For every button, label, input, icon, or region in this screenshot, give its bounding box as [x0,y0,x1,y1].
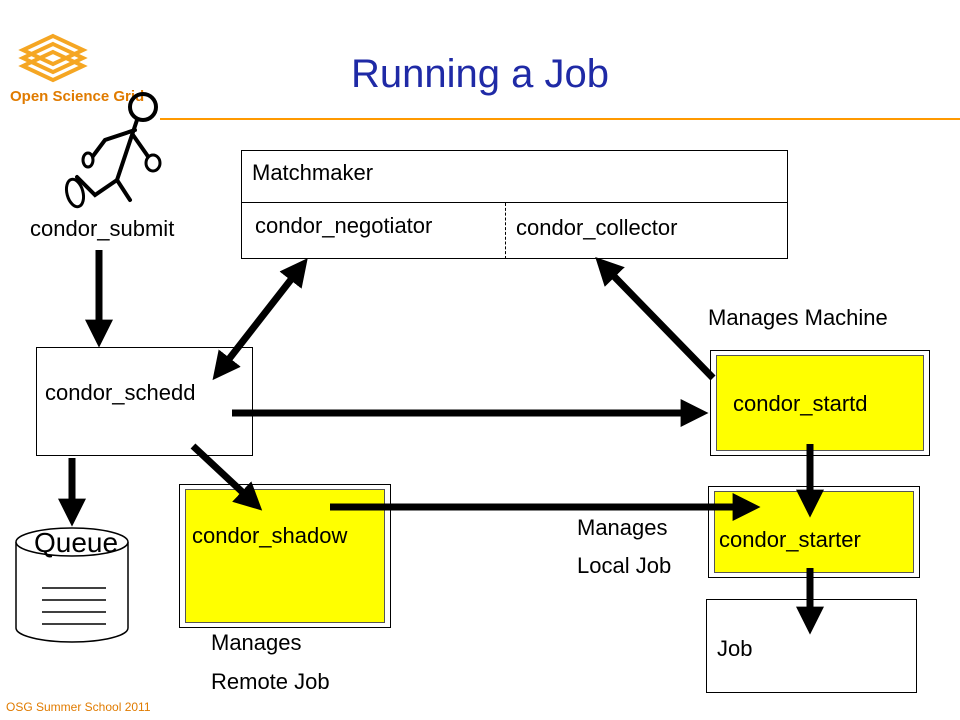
condor-shadow-box: condor_shadow [179,484,391,628]
matchmaker-divider [242,202,787,203]
manages-local-label-2: Local Job [577,553,672,578]
queue-label: Queue [34,527,119,558]
title-underline [160,118,960,120]
job-box: Job [706,599,917,693]
user-figure-icon [64,92,162,209]
condor-startd-box: condor_startd [710,350,930,456]
matchmaker-split [505,203,506,259]
condor-schedd-label: condor_schedd [45,380,196,405]
manages-local-label-1: Manages [577,515,668,540]
arrow-startd-to-collector [595,256,716,381]
condor-collector-label: condor_collector [516,215,678,240]
job-label: Job [717,636,753,661]
condor-shadow-label: condor_shadow [192,523,348,548]
condor-starter-box: condor_starter [708,486,920,578]
manages-remote-label-1: Manages [211,630,302,655]
page-title: Running a Job [351,52,609,96]
osg-logo [8,28,158,108]
osg-logo-icon [18,33,88,83]
matchmaker-label: Matchmaker [252,160,374,185]
condor-negotiator-label: condor_negotiator [255,213,433,238]
condor-shadow-fill [185,489,385,623]
manages-machine-label: Manages Machine [708,305,888,330]
manages-remote-label-2: Remote Job [211,669,330,694]
footer-text: OSG Summer School 2011 [6,700,151,714]
matchmaker-box: Matchmaker condor_negotiator condor_coll… [241,150,788,259]
queue-cylinder-icon [15,527,129,643]
condor-starter-label: condor_starter [719,527,861,552]
logo-text: Open Science Grid [10,88,145,105]
condor-schedd-box: condor_schedd [36,347,253,456]
condor-submit-label: condor_submit [30,216,175,241]
condor-startd-label: condor_startd [733,391,868,416]
condor-startd-fill [716,355,924,451]
